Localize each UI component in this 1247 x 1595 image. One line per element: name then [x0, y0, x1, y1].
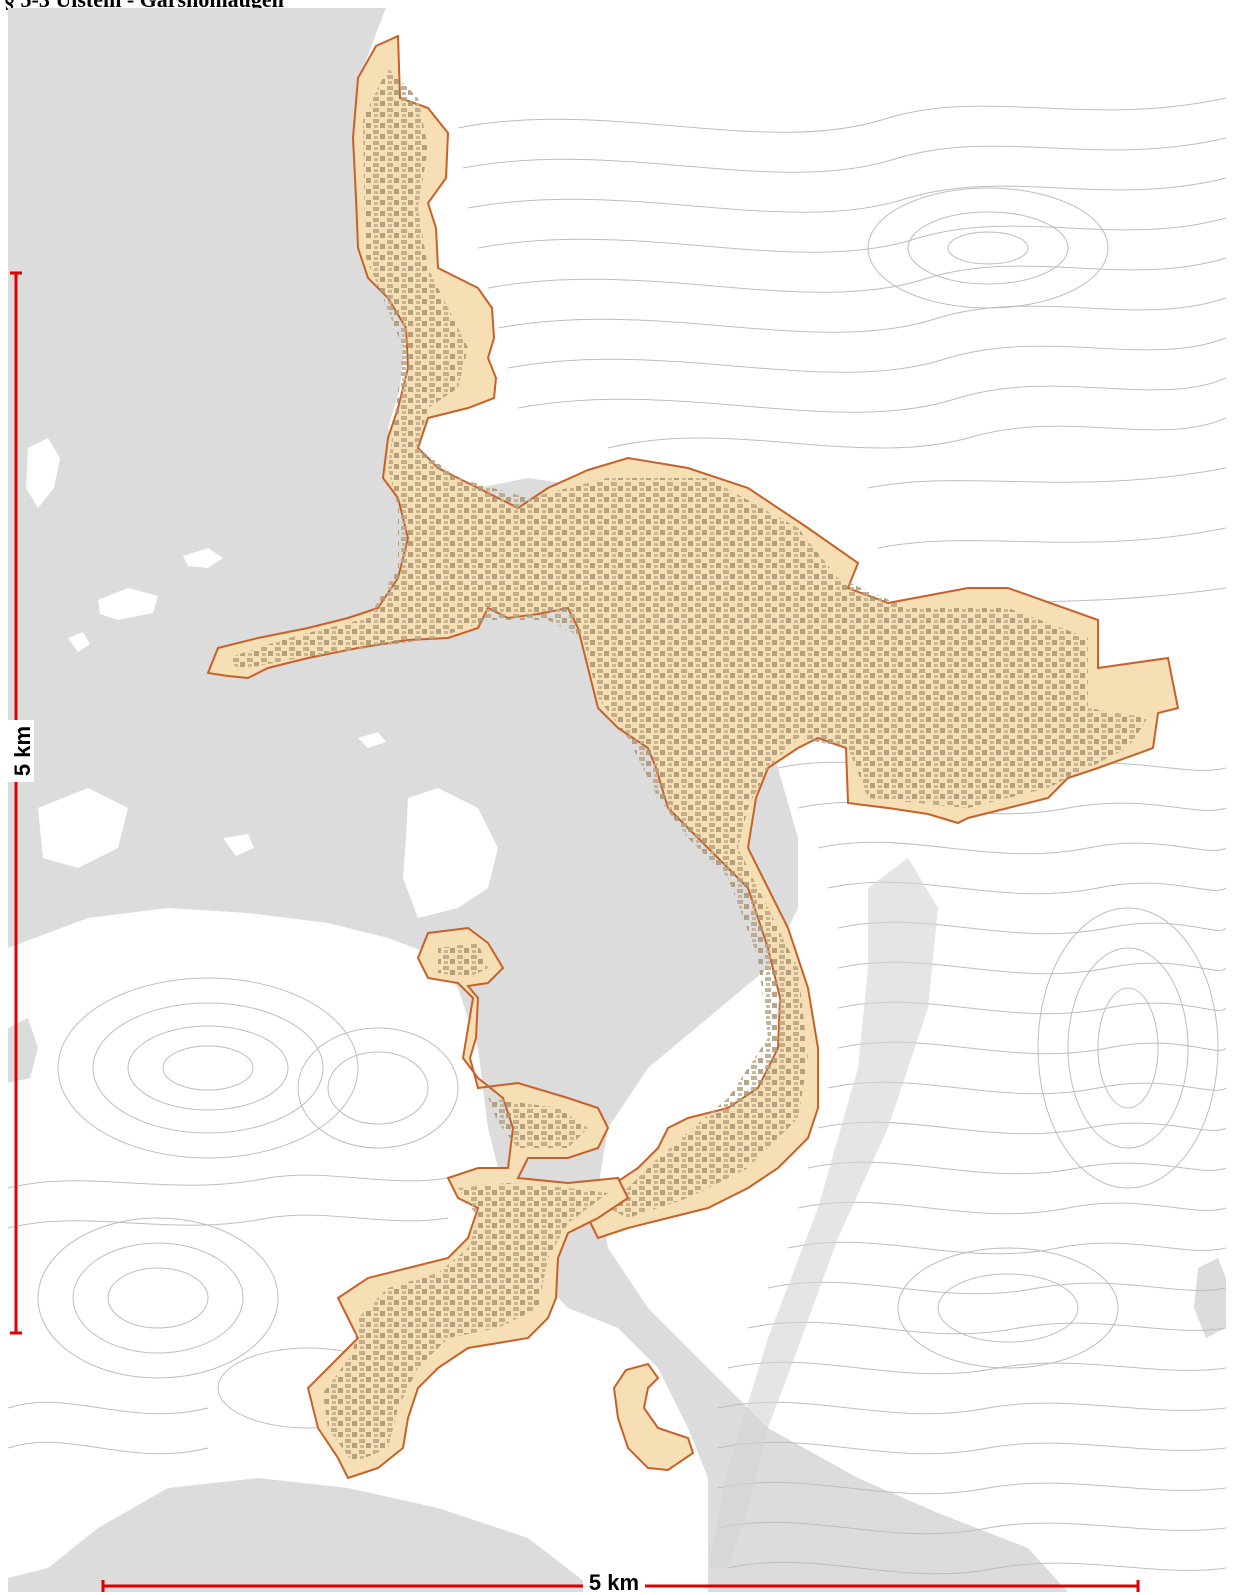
island-4 — [38, 788, 128, 868]
island-5 — [68, 632, 90, 652]
island-6 — [358, 732, 386, 748]
island-2 — [98, 588, 158, 620]
island-1 — [26, 438, 60, 508]
map-canvas: 5 km 5 km — [8, 8, 1226, 1592]
lake-east — [1194, 1258, 1226, 1338]
contour-lines-southwest — [8, 977, 459, 1455]
scalebar-horizontal: 5 km — [101, 1570, 1140, 1592]
contour-lines — [457, 97, 1226, 1575]
scalebar-horizontal-label: 5 km — [589, 1570, 639, 1592]
land-east — [353, 8, 1226, 1592]
map-frame[interactable]: 5 km 5 km — [8, 8, 1226, 1592]
scalebar-vertical: 5 km — [8, 271, 35, 1335]
land-southwest — [8, 908, 708, 1592]
steep-slope-band — [708, 858, 938, 1568]
island-7 — [223, 834, 254, 856]
island-3 — [183, 548, 223, 568]
urban-zone-south — [306, 926, 630, 1480]
scalebar-vertical-label: 5 km — [10, 726, 35, 776]
urban-zone-north — [206, 34, 1180, 1240]
urban-zone-southeast — [612, 1362, 695, 1472]
land-headland — [403, 788, 498, 918]
